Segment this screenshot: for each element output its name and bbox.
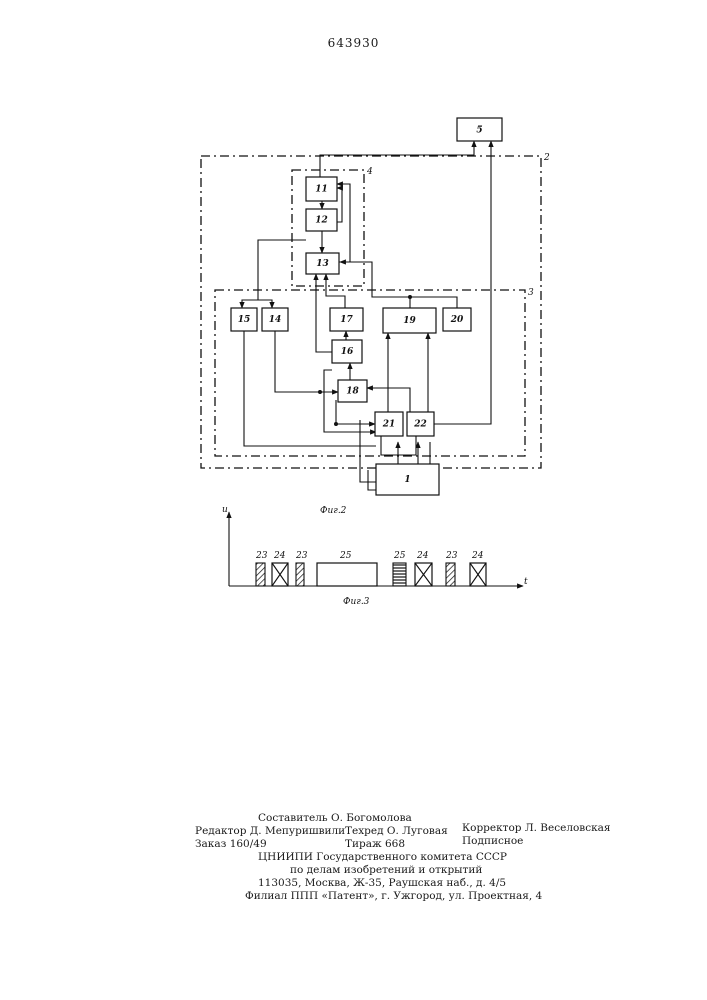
svg-text:11: 11 xyxy=(315,185,328,195)
svg-text:14: 14 xyxy=(269,315,282,325)
pulse-label-2: 24 xyxy=(273,551,286,561)
pulse-label-6: 24 xyxy=(416,551,429,561)
svg-text:17: 17 xyxy=(340,315,353,325)
svg-text:13: 13 xyxy=(316,259,329,269)
frame-label-4: 4 xyxy=(366,167,373,177)
frame-label-2: 2 xyxy=(543,153,550,163)
imprint-editor: Редактор Д. Мепуришвили xyxy=(195,825,345,837)
pulse-23-b xyxy=(296,563,304,586)
block-15: 15 xyxy=(231,308,257,331)
pulse-23-a xyxy=(256,563,265,586)
imprint-org-line-2: по делам изобретений и открытий xyxy=(290,864,482,876)
pulse-25-a xyxy=(317,563,377,586)
block-19: 19 xyxy=(383,308,436,333)
block-11: 11 xyxy=(306,177,337,201)
imprint-address: 113035, Москва, Ж-35, Раушская наб., д. … xyxy=(258,877,506,889)
pulse-label-7: 23 xyxy=(445,551,458,561)
svg-text:21: 21 xyxy=(382,420,396,430)
pulse-24-c xyxy=(470,563,486,586)
svg-text:1: 1 xyxy=(404,475,410,485)
pulse-24-b xyxy=(415,563,432,586)
block-1: 1 xyxy=(376,464,439,495)
imprint-compiler: Составитель О. Богомолова xyxy=(258,812,412,824)
pulse-24-a xyxy=(272,563,288,586)
pulse-label-1: 23 xyxy=(255,551,268,561)
y-axis-label: u xyxy=(222,505,228,515)
block-22: 22 xyxy=(407,412,434,436)
svg-text:22: 22 xyxy=(413,420,427,430)
pulse-25-b xyxy=(393,563,406,586)
pulse-label-8: 24 xyxy=(471,551,484,561)
block-5: 5 xyxy=(457,118,502,141)
pulse-label-5: 25 xyxy=(393,551,406,561)
frame-label-3: 3 xyxy=(528,288,534,298)
figure-3-caption: Фиг.3 xyxy=(343,597,370,607)
imprint-circulation: Тираж 668 xyxy=(345,838,405,850)
imprint-subscription: Подписное xyxy=(462,835,523,847)
block-21: 21 xyxy=(375,412,403,436)
block-14: 14 xyxy=(262,308,288,331)
block-18: 18 xyxy=(338,380,367,402)
svg-text:5: 5 xyxy=(476,126,482,136)
imprint-org-line-1: ЦНИИПИ Государственного комитета СССР xyxy=(258,851,507,863)
block-12: 12 xyxy=(306,209,337,231)
svg-text:16: 16 xyxy=(341,347,354,357)
imprint-order: Заказ 160/49 xyxy=(195,838,267,850)
x-axis-label: t xyxy=(524,577,528,587)
pulse-label-3: 23 xyxy=(295,551,308,561)
block-20: 20 xyxy=(443,308,471,331)
imprint-techred: Техред О. Луговая xyxy=(345,825,448,837)
block-16: 16 xyxy=(332,340,362,363)
figure-2-caption: Фиг.2 xyxy=(320,506,347,516)
svg-text:12: 12 xyxy=(315,216,328,226)
svg-text:19: 19 xyxy=(403,316,416,326)
svg-text:15: 15 xyxy=(238,315,251,325)
imprint-branch: Филиал ППП «Патент», г. Ужгород, ул. Про… xyxy=(245,890,542,902)
block-13: 13 xyxy=(306,253,339,274)
imprint-corrector: Корректор Л. Веселовская xyxy=(462,822,611,834)
block-17: 17 xyxy=(330,308,363,331)
figure-3-timing-diagram: u t xyxy=(222,505,528,607)
svg-text:20: 20 xyxy=(450,315,464,325)
figure-2-block-diagram: 2 4 3 xyxy=(201,118,550,516)
pulse-23-c xyxy=(446,563,455,586)
pulse-label-4: 25 xyxy=(339,551,352,561)
svg-text:18: 18 xyxy=(346,387,359,397)
